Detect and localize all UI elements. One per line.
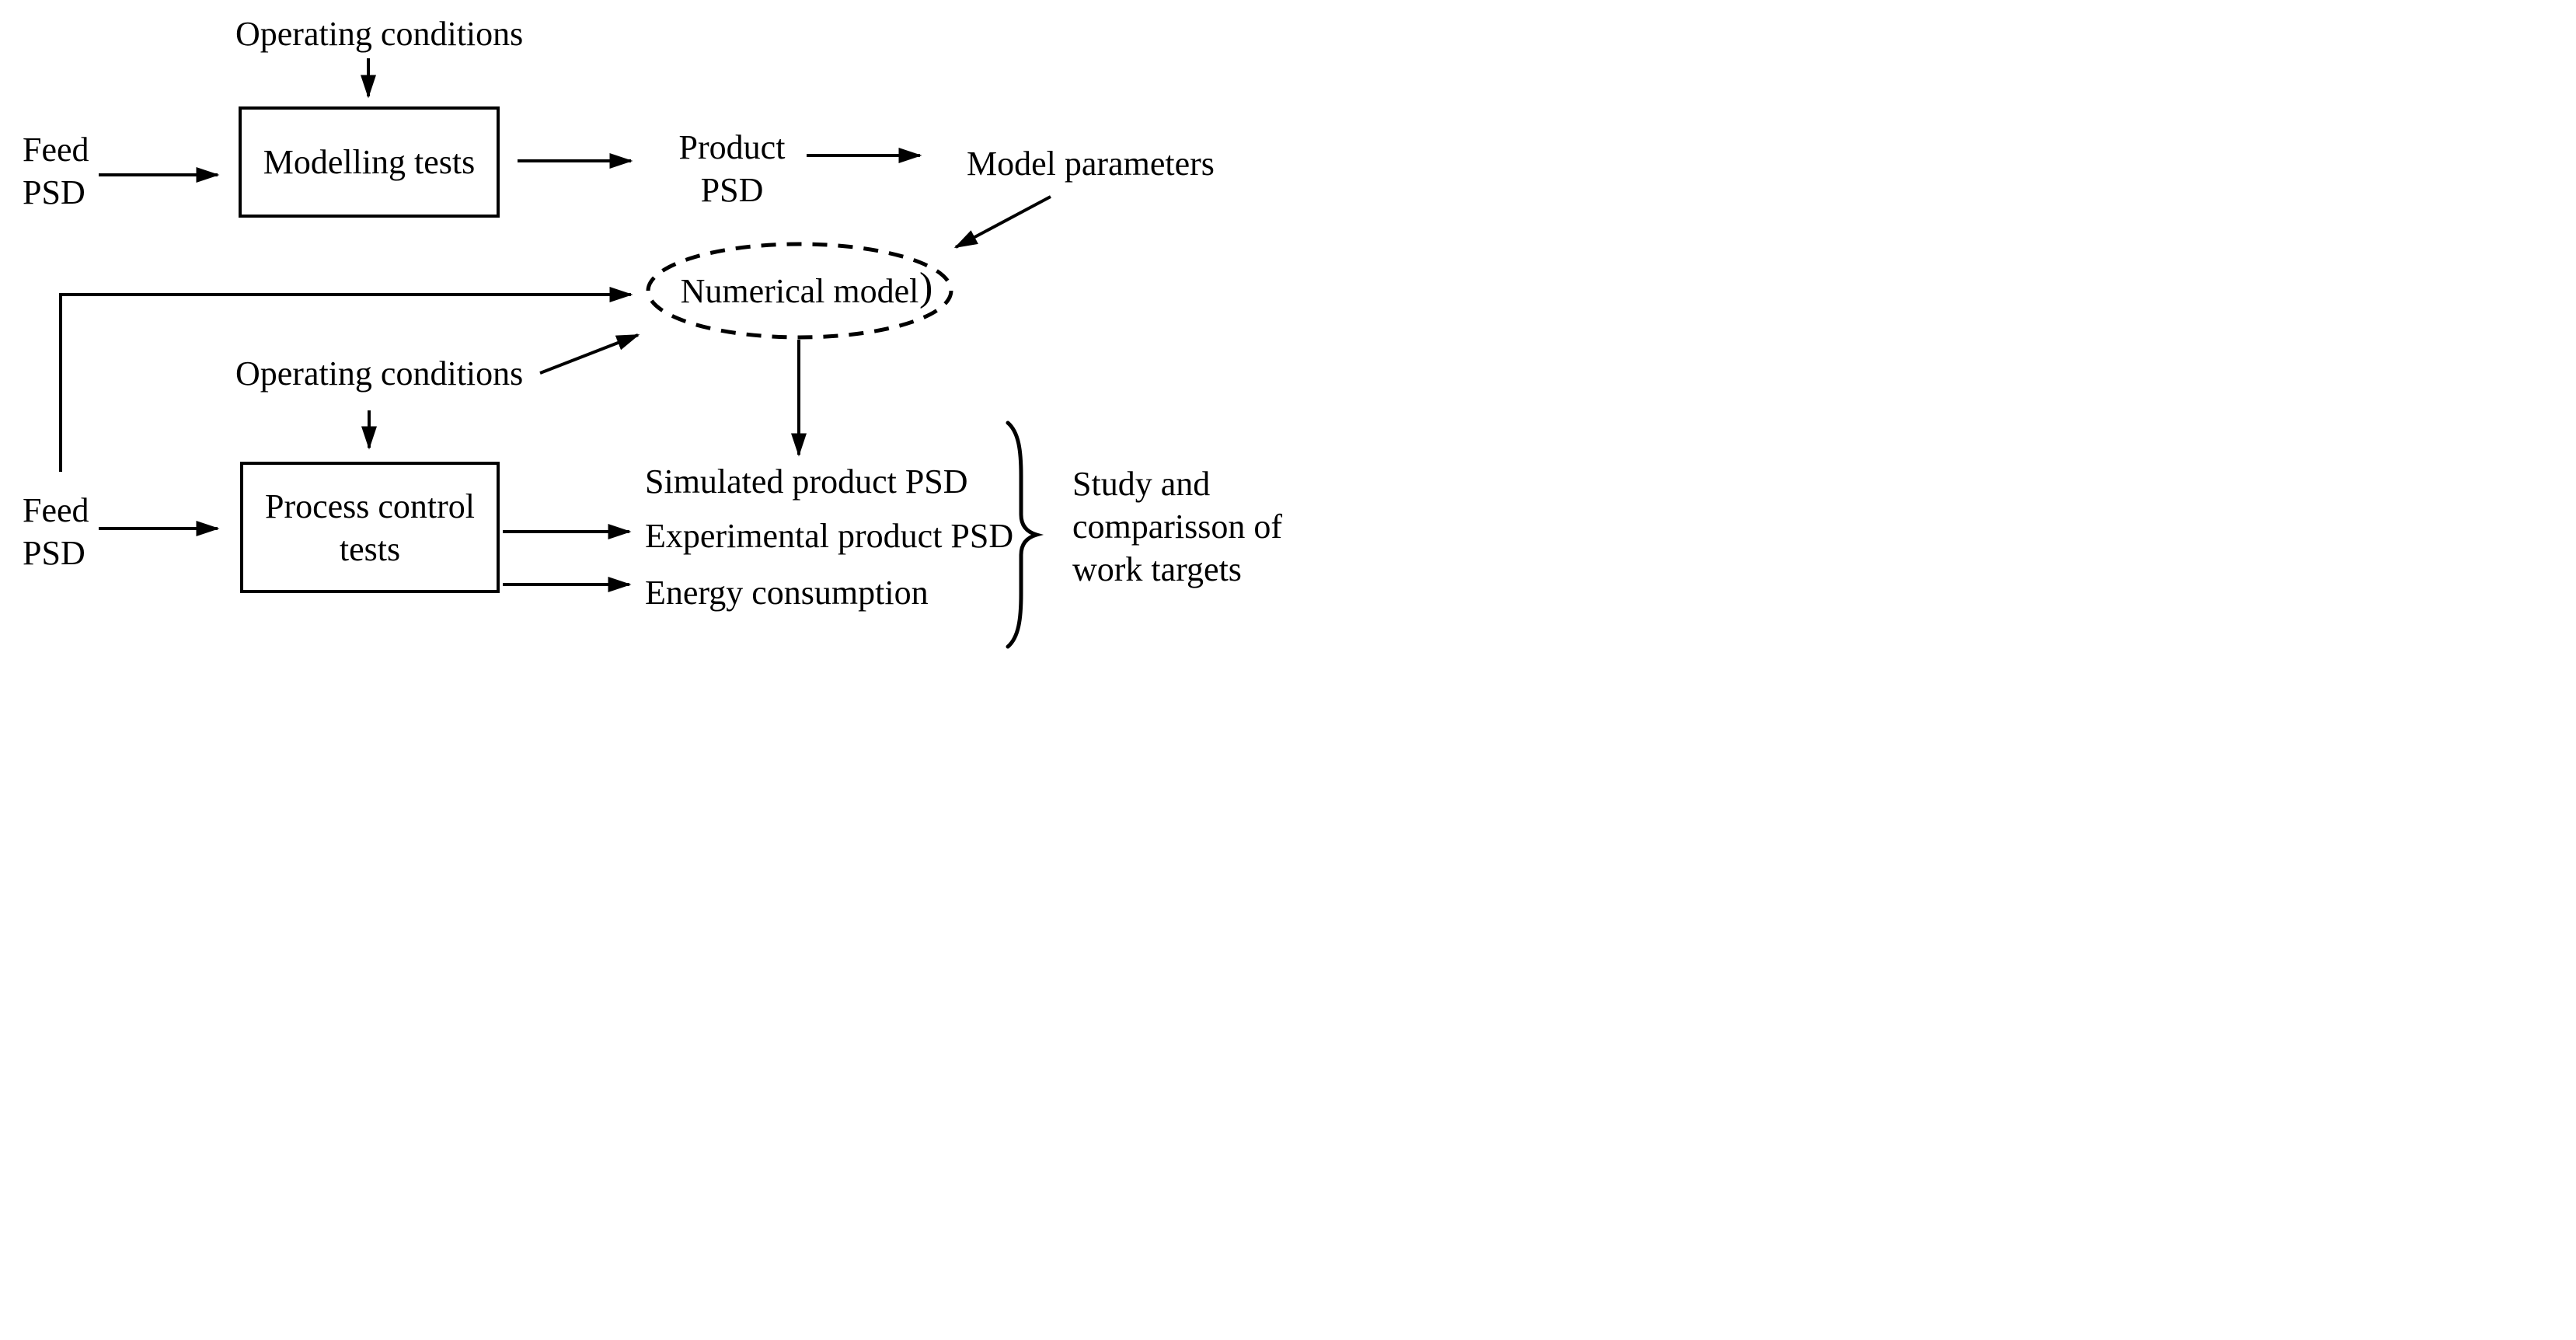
arrow-feedpsd-to-numerical-model xyxy=(59,287,633,472)
feed-psd-top-label: Feed PSD xyxy=(23,128,89,214)
operating-conditions-top-label: Operating conditions xyxy=(235,15,524,53)
product-psd-label: Product PSD xyxy=(645,126,819,211)
grouping-brace xyxy=(1006,420,1044,649)
modelling-tests-label: Modelling tests xyxy=(263,143,476,181)
study-note-line2: comparisson of xyxy=(1072,508,1283,546)
arrow-opcond-to-numerical-model xyxy=(539,333,640,375)
feed-psd-bottom-line1: Feed xyxy=(23,491,89,529)
ellipse-paren-mark: ) xyxy=(919,265,933,309)
numerical-model-label: Numerical model xyxy=(680,271,919,310)
study-note-line3: work targets xyxy=(1072,550,1242,588)
operating-conditions-middle-label: Operating conditions xyxy=(235,354,524,393)
study-note: Study and comparisson of work targets xyxy=(1072,462,1282,591)
flow-diagram: Operating conditions Feed PSD Modelling … xyxy=(0,0,1288,670)
process-control-tests-label: Process control tests xyxy=(265,485,475,571)
feed-psd-top-line1: Feed xyxy=(23,131,89,169)
numerical-model-ellipse xyxy=(646,242,953,340)
feed-psd-top-line2: PSD xyxy=(23,173,85,211)
experimental-product-psd-label: Experimental product PSD xyxy=(645,517,1014,555)
process-control-line1: Process control xyxy=(264,487,476,525)
feed-psd-bottom-label: Feed PSD xyxy=(23,489,89,574)
process-control-line2: tests xyxy=(339,529,401,568)
feed-psd-bottom-line2: PSD xyxy=(23,534,85,572)
process-control-tests-box: Process control tests xyxy=(240,462,500,593)
modelling-tests-box: Modelling tests xyxy=(239,106,500,218)
simulated-product-psd-label: Simulated product PSD xyxy=(645,462,968,501)
energy-consumption-label: Energy consumption xyxy=(645,574,929,612)
product-psd-line1: Product xyxy=(678,128,786,166)
model-parameters-label: Model parameters xyxy=(967,145,1215,183)
arrow-model-parameters-to-numerical-model xyxy=(953,195,1051,249)
diagram-connectors xyxy=(59,58,1051,649)
study-note-line1: Study and xyxy=(1072,465,1211,503)
product-psd-line2: PSD xyxy=(700,171,764,209)
